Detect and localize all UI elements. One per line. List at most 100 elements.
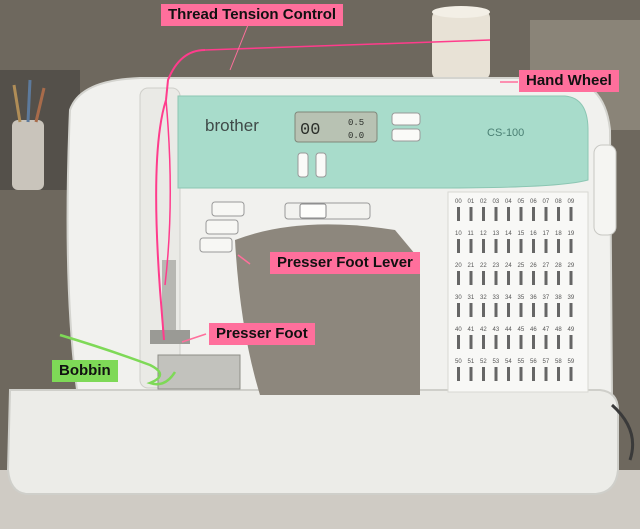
thread-spool: [432, 10, 490, 80]
stitch-number: 38: [555, 295, 562, 301]
stitch-number: 13: [493, 231, 500, 237]
stitch-number: 06: [530, 199, 537, 205]
stitch-number: 49: [568, 327, 575, 333]
stitch-pattern-icon: [507, 335, 510, 349]
stitch-pattern-icon: [569, 367, 573, 381]
stitch-number: 55: [518, 359, 525, 365]
lever-pointer: [237, 254, 251, 265]
stitch-number: 57: [543, 359, 550, 365]
stitch-pattern-icon: [457, 271, 460, 285]
stitch-number: 12: [480, 231, 487, 237]
stitch-number: 24: [505, 263, 512, 269]
stitch-number: 56: [530, 359, 537, 365]
stitch-number: 53: [493, 359, 500, 365]
stitch-number: 01: [468, 199, 475, 205]
stitch-number: 31: [468, 295, 475, 301]
stitch-number: 43: [493, 327, 500, 333]
stitch-pattern-icon: [544, 367, 548, 381]
stitch-pattern-icon: [457, 239, 460, 253]
stitch-number: 21: [468, 263, 475, 269]
width-button[interactable]: [391, 112, 421, 126]
stitch-pattern-icon: [544, 239, 548, 253]
stitch-pattern-icon: [494, 367, 498, 381]
stitch-number: 34: [505, 295, 512, 301]
stitch-pattern-icon: [519, 207, 523, 221]
stitch-number: 29: [568, 263, 575, 269]
stitch-pattern-icon: [482, 271, 485, 285]
stitch-number: 40: [455, 327, 462, 333]
stitch-pattern-icon: [457, 303, 460, 317]
stitch-pattern-icon: [532, 303, 535, 317]
reverse-button[interactable]: [205, 219, 239, 235]
lcd-screen: [294, 111, 378, 143]
stitch-pattern-icon: [557, 239, 560, 253]
stitch-number: 54: [505, 359, 512, 365]
stitch-number: 22: [480, 263, 487, 269]
stitch-number: 46: [530, 327, 537, 333]
lcd-length: 0.0: [348, 131, 364, 141]
hand-wheel-label: Hand Wheel: [519, 70, 619, 92]
stitch-number: 19: [568, 231, 575, 237]
stitch-pattern-icon: [557, 271, 560, 285]
stitch-number: 09: [568, 199, 575, 205]
stitch-pattern-icon: [532, 367, 535, 381]
model-name: CS-100: [487, 127, 524, 139]
stitch-pattern-icon: [469, 335, 473, 349]
stitch-number: 30: [455, 295, 462, 301]
stitch-pattern-icon: [469, 239, 473, 253]
stitch-pattern-icon: [482, 367, 485, 381]
length-button[interactable]: [391, 128, 421, 142]
stitch-pattern-icon: [544, 271, 548, 285]
stitch-pattern-icon: [494, 303, 498, 317]
accent-panel: [177, 95, 589, 189]
stitch-pattern-icon: [482, 207, 485, 221]
stitch-down-button[interactable]: [297, 152, 309, 178]
stitch-up-button[interactable]: [315, 152, 327, 178]
stitch-number: 16: [530, 231, 537, 237]
stitch-number: 37: [543, 295, 550, 301]
stitch-pattern-icon: [532, 271, 535, 285]
stitch-pattern-icon: [569, 335, 573, 349]
stitch-pattern-icon: [494, 239, 498, 253]
stitch-pattern-icon: [532, 335, 535, 349]
stitch-number: 07: [543, 199, 550, 205]
speed-slider[interactable]: [284, 202, 371, 220]
stitch-pattern-icon: [557, 367, 560, 381]
stitch-pattern-icon: [457, 335, 460, 349]
stitch-pattern-icon: [482, 335, 485, 349]
stitch-pattern-icon: [469, 207, 473, 221]
stitch-pattern-icon: [519, 271, 523, 285]
stitch-number: 39: [568, 295, 575, 301]
stitch-pattern-icon: [544, 207, 548, 221]
stitch-number: 50: [455, 359, 462, 365]
start-stop-button[interactable]: [199, 237, 233, 253]
stitch-pattern-icon: [569, 303, 573, 317]
stitch-number: 47: [543, 327, 550, 333]
stitch-number: 59: [568, 359, 575, 365]
presser-foot-label: Presser Foot: [209, 323, 315, 345]
stitch-number: 33: [493, 295, 500, 301]
hand-wheel[interactable]: [593, 144, 617, 236]
needle-plate: [157, 354, 241, 390]
brand-logo: brother: [205, 116, 259, 135]
stitch-pattern-icon: [569, 239, 573, 253]
stitch-pattern-icon: [482, 239, 485, 253]
stitch-number: 36: [530, 295, 537, 301]
stitch-number: 25: [518, 263, 525, 269]
stitch-number: 20: [455, 263, 462, 269]
stitch-pattern-icon: [469, 303, 473, 317]
needle-position-button[interactable]: [211, 201, 245, 217]
stitch-pattern-icon: [494, 335, 498, 349]
stitch-pattern-icon: [494, 207, 498, 221]
power-cord: [611, 403, 635, 461]
stitch-number: 41: [468, 327, 475, 333]
presser-foot-lever-label: Presser Foot Lever: [270, 252, 420, 274]
stitch-pattern-icon: [507, 271, 510, 285]
stitch-number: 17: [543, 231, 550, 237]
stitch-number: 15: [518, 231, 525, 237]
stitch-pattern-icon: [557, 207, 560, 221]
stitch-number: 42: [480, 327, 487, 333]
stitch-pattern-icon: [532, 207, 535, 221]
stitch-pattern-icon: [457, 207, 460, 221]
